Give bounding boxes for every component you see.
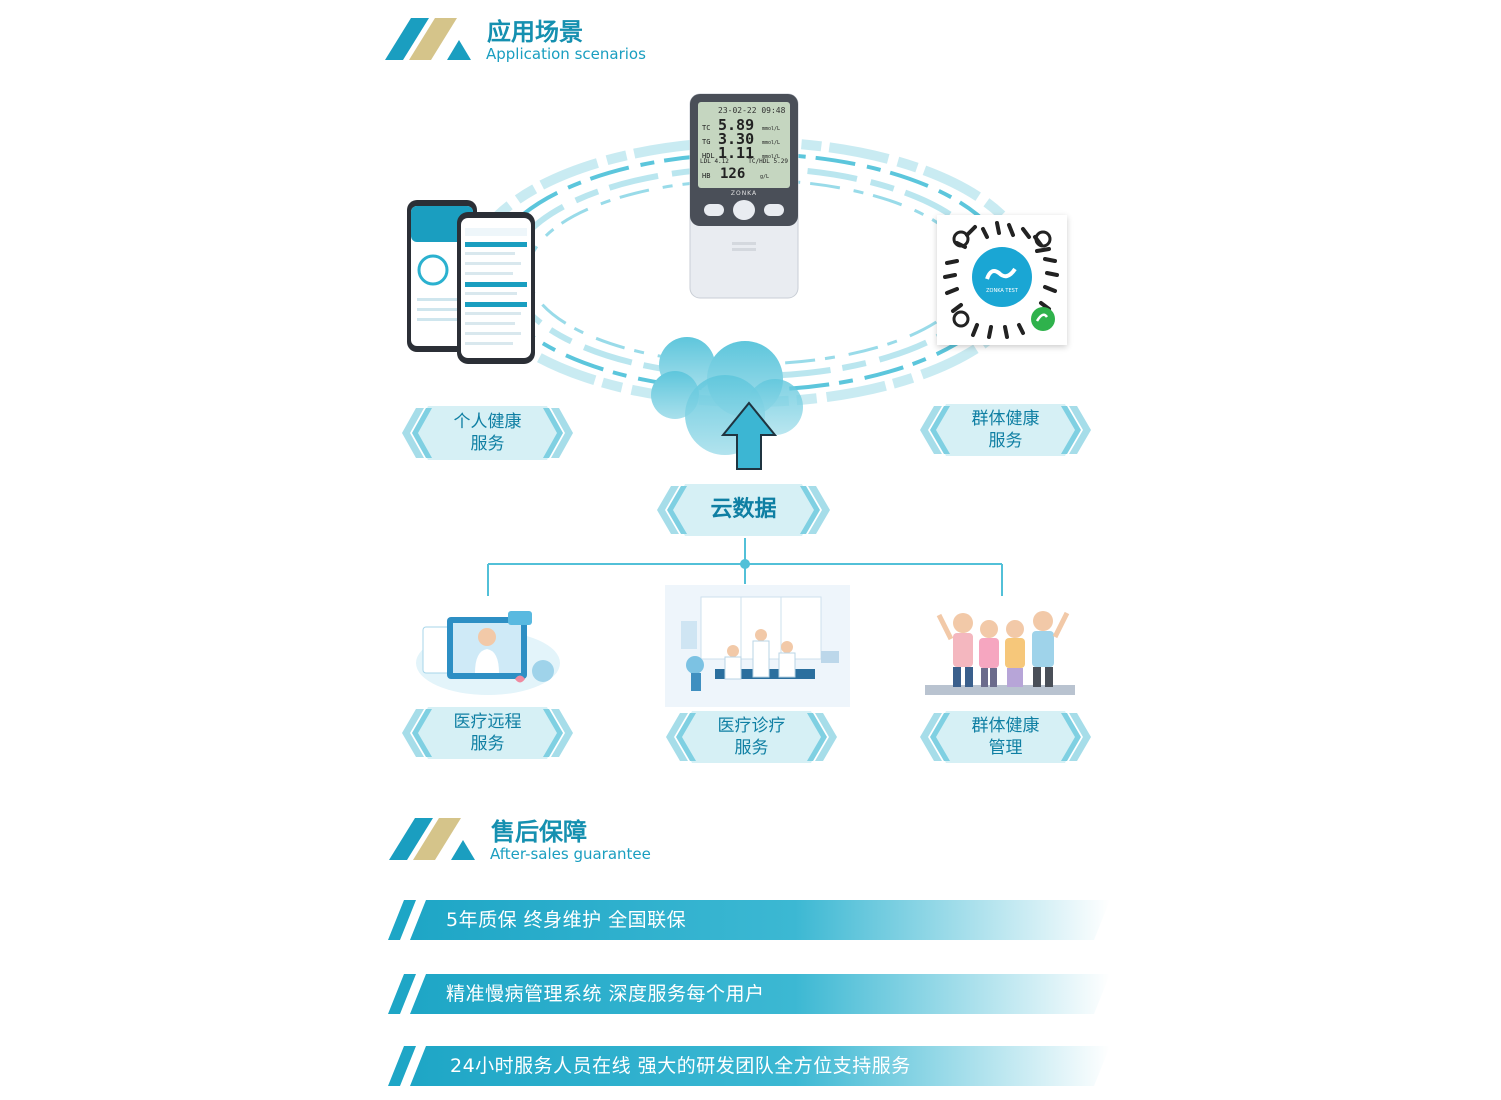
ldl-value: LDL 4.12	[700, 158, 729, 165]
hb-label: HB	[702, 172, 711, 180]
remote-line2: 服务	[470, 734, 505, 754]
section-logo-1	[385, 16, 471, 60]
tree-connector	[487, 538, 1003, 596]
remote-line1: 医疗远程	[453, 712, 522, 732]
node-group-management: 群体健康 管理	[918, 709, 1093, 765]
tc-label: TC	[702, 124, 711, 132]
node-medical-diagnosis: 医疗诊疗 服务	[664, 709, 839, 765]
device-datetime: 23-02-22 09:48	[718, 106, 786, 115]
tc-value: 5.89	[718, 116, 755, 134]
node-personal-health: 个人健康 服务	[400, 404, 575, 462]
cloud-data-label: 云数据	[710, 497, 777, 522]
guarantee-banner-3: 24小时服务人员在线 强大的研发团队全方位支持服务	[388, 1046, 1110, 1086]
device-brand: ZONKA	[730, 190, 758, 197]
banner-text-1: 5年质保 终身维护 全国联保	[446, 909, 687, 931]
section-logo-2	[389, 816, 475, 860]
node-remote-medical: 医疗远程 服务	[400, 705, 575, 761]
device-hb-row: HB 126 g/L	[702, 166, 786, 182]
telemedicine-illustration	[413, 603, 563, 698]
hb-value: 126	[720, 166, 746, 182]
personal-line1: 个人健康	[453, 412, 522, 432]
diagnosis-line2: 服务	[734, 738, 769, 758]
node-cloud-data: 云数据	[655, 482, 832, 538]
management-line2: 管理	[988, 738, 1023, 758]
banner-text-3: 24小时服务人员在线 强大的研发团队全方位支持服务	[450, 1055, 911, 1077]
device-ldl-row: LDL 4.12 TC/HDL 5.29	[700, 158, 788, 165]
group-line2: 服务	[988, 431, 1023, 451]
section-title: 应用场景	[487, 18, 583, 46]
hdl-value: 1.11	[718, 144, 755, 162]
device-row-tc: TC 5.89 mmol/L	[702, 116, 786, 134]
diagnosis-line1: 医疗诊疗	[717, 716, 786, 736]
section-subtitle: Application scenarios	[486, 45, 646, 63]
hdl-label: HDL	[702, 152, 715, 160]
guarantee-banner-1: 5年质保 终身维护 全国联保	[388, 900, 1110, 940]
section-subtitle-aftersales: After-sales guarantee	[490, 845, 651, 863]
mini-program-qr-code: ZONKA TEST	[937, 215, 1067, 345]
phone-mockups	[405, 198, 537, 366]
tg-unit: mmol/L	[762, 140, 781, 146]
management-line1: 群体健康	[971, 716, 1040, 736]
tg-value: 3.30	[718, 130, 755, 148]
guarantee-banner-2: 精准慢病管理系统 深度服务每个用户	[388, 974, 1110, 1014]
device-row-tg: TG 3.30 mmol/L	[702, 130, 786, 148]
tg-label: TG	[702, 138, 711, 146]
device-row-hdl: HDL 1.11 mmol/L	[702, 144, 786, 162]
personal-line2: 服务	[470, 434, 505, 454]
hdl-unit: mmol/L	[762, 154, 781, 160]
banner-text-2: 精准慢病管理系统 深度服务每个用户	[446, 983, 765, 1005]
section-title-aftersales: 售后保障	[491, 818, 587, 846]
node-group-health: 群体健康 服务	[918, 402, 1093, 458]
clinical-team-illustration	[665, 585, 850, 707]
lipid-analyzer-device: 23-02-22 09:48 TC 5.89 mmol/L TG 3.30 mm…	[688, 92, 800, 302]
tchdl-value: TC/HDL 5.29	[748, 158, 788, 165]
group-line1: 群体健康	[971, 409, 1040, 429]
cloud-upload-icon	[645, 335, 815, 475]
tc-unit: mmol/L	[762, 126, 781, 132]
qr-brand-text: ZONKA TEST	[986, 288, 1018, 294]
elderly-group-illustration	[925, 597, 1075, 697]
hb-unit: g/L	[760, 174, 770, 180]
